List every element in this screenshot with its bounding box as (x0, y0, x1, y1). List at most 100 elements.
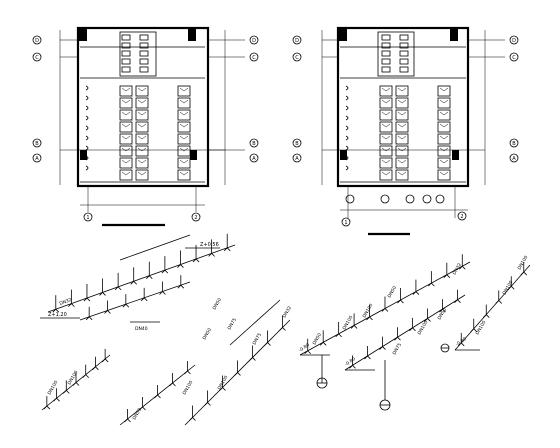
trap-symbol (454, 299, 461, 303)
right-plan-column (339, 29, 347, 41)
iso-main-pipe (47, 244, 236, 313)
sink-fixture (381, 66, 391, 73)
pipe-size-label: DN50 (212, 297, 224, 311)
grid-label: B (512, 141, 516, 147)
toilet-stall (135, 169, 149, 181)
toilet-stall (395, 145, 409, 157)
toilet-symbol (381, 111, 391, 116)
pipe-size-label: DN75 (227, 317, 239, 331)
grid-bubble (83, 212, 93, 222)
toilet-symbol (439, 111, 449, 116)
urinal-symbol (345, 85, 349, 91)
floor-drain (435, 194, 445, 204)
grid-label: B (295, 141, 299, 147)
toilet-symbol (381, 171, 391, 176)
toilet-symbol (179, 123, 189, 128)
trap-symbol (394, 336, 401, 341)
trap-symbol (279, 326, 286, 331)
iso-drain-pipe (344, 294, 466, 371)
toilet-symbol (397, 171, 407, 176)
toilet-symbol (179, 111, 189, 116)
trap-symbol (192, 258, 200, 263)
grid-bubble (509, 138, 519, 148)
grid-bubble (292, 153, 302, 163)
sink-fixture (121, 42, 131, 49)
toilet-stall (437, 169, 451, 181)
toilet-symbol (439, 99, 449, 104)
toilet-symbol (397, 123, 407, 128)
toilet-stall (437, 145, 451, 157)
grid-bubble (32, 138, 42, 148)
grid-label: C (252, 55, 256, 61)
urinal-symbol (345, 165, 349, 171)
toilet-stall (395, 133, 409, 145)
toilet-stall (437, 97, 451, 109)
toilet-stall (177, 145, 191, 157)
toilet-symbol (121, 171, 131, 176)
pipe-size-label: DN100 (362, 303, 375, 319)
toilet-stall (395, 97, 409, 109)
urinal-symbol (345, 95, 349, 101)
left-isometric-diagram: Z+1.20 Z+0.56 DN32 DN40 DN100 DN100 DN50… (40, 233, 293, 426)
urinal-symbol (345, 145, 349, 151)
toilet-symbol (121, 123, 131, 128)
toilet-stall (119, 97, 133, 109)
toilet-symbol (439, 87, 449, 92)
toilet-symbol (179, 171, 189, 176)
toilet-symbol (137, 135, 147, 140)
toilet-symbol (179, 135, 189, 140)
grid-bubble (191, 212, 201, 222)
floor-drain (422, 194, 432, 204)
grid-label: A (35, 156, 39, 162)
urinal-symbol (345, 155, 349, 161)
toilet-stall (135, 157, 149, 169)
sink-fixture (121, 58, 131, 65)
pipe-size-label: DN50 (202, 327, 214, 341)
trap-symbol (63, 389, 70, 394)
trap-symbol (208, 252, 215, 257)
urinal-symbol (85, 135, 89, 141)
trap-symbol (82, 374, 89, 378)
pipe-size-label: DN50 (132, 407, 144, 421)
grid-label: D (35, 38, 39, 44)
trap-symbol (364, 355, 371, 360)
iso-main-pipe (79, 281, 191, 321)
trap-symbol (458, 265, 466, 270)
toilet-symbol (397, 147, 407, 152)
trap-symbol (154, 394, 161, 399)
trap-symbol (161, 269, 169, 274)
urinal-symbol (85, 145, 89, 151)
sink-fixture (399, 42, 409, 49)
toilet-stall (437, 157, 451, 169)
grid-label: D (252, 38, 256, 44)
pipe-size-label: DN50 (387, 285, 399, 299)
trap-symbol (114, 286, 122, 291)
iso-drain-pipe (229, 299, 281, 346)
trap-symbol (140, 297, 148, 302)
urinal-symbol (85, 85, 89, 91)
grid-bubble (509, 35, 519, 45)
grid-bubble (292, 52, 302, 62)
trap-symbol (177, 263, 184, 268)
trap-symbol (104, 309, 111, 314)
trap-symbol (397, 299, 404, 304)
trap-symbol (159, 290, 166, 295)
trap-symbol (68, 303, 75, 307)
toilet-symbol (121, 87, 131, 92)
toilet-symbol (381, 135, 391, 140)
toilet-symbol (137, 147, 147, 152)
toilet-symbol (137, 111, 147, 116)
grid-label: 1 (86, 215, 89, 221)
urinal-symbol (345, 135, 349, 141)
right-plan-column (450, 29, 458, 41)
toilet-stall (379, 121, 393, 133)
toilet-symbol (121, 147, 131, 152)
toilet-stall (379, 157, 393, 169)
toilet-stall (119, 85, 133, 97)
pipe-size-label: DN100 (417, 320, 430, 336)
urinal-symbol (85, 95, 89, 101)
grid-label: A (512, 156, 516, 162)
urinal-symbol (85, 105, 89, 111)
trap-symbol (146, 275, 153, 279)
